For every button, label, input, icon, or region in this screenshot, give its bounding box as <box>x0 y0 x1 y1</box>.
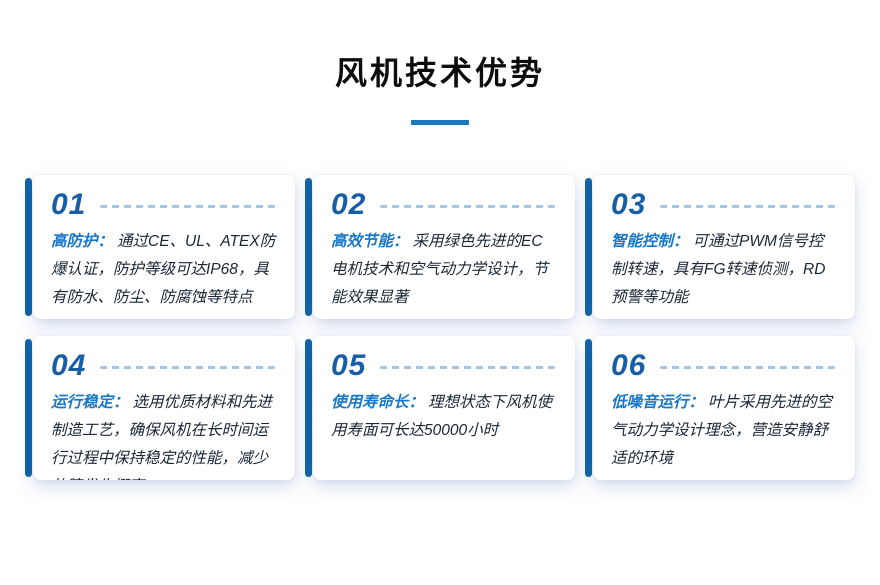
card-number: 01 <box>51 188 87 221</box>
card-panel: 01 高防护：通过CE、UL、ATEX防爆认证，防护等级可达IP68，具有防水、… <box>33 175 295 319</box>
card-number-row: 02 <box>331 189 557 221</box>
title-underline <box>411 120 469 125</box>
card-panel: 04 运行稳定：选用优质材料和先进制造工艺，确保风机在长时间运行过程中保持稳定的… <box>33 336 295 480</box>
card-number-row: 04 <box>51 350 277 382</box>
card-number: 06 <box>611 349 647 382</box>
accent-bar <box>585 339 592 477</box>
dashed-line <box>380 366 555 370</box>
feature-cards-grid: 01 高防护：通过CE、UL、ATEX防爆认证，防护等级可达IP68，具有防水、… <box>25 175 855 480</box>
dashed-line <box>100 205 275 209</box>
accent-bar <box>585 178 592 316</box>
card-description: 通过CE、UL、ATEX防爆认证，防护等级可达IP68，具有防水、防尘、防腐蚀等… <box>51 232 276 306</box>
card-description: 理想状态下风机使用寿面可长达50000小时 <box>331 393 553 439</box>
card-number: 02 <box>331 188 367 221</box>
card-number-row: 06 <box>611 350 837 382</box>
feature-card-02: 02 高效节能：采用绿色先进的EC电机技术和空气动力学设计，节能效果显著 <box>305 175 575 319</box>
fan-advantages-section: 风机技术优势 01 高防护：通过CE、UL、ATEX防爆认证，防护等级可达IP6… <box>0 48 880 585</box>
card-label: 智能控制： <box>611 232 689 250</box>
card-number-row: 01 <box>51 189 277 221</box>
card-label: 使用寿命长： <box>331 393 425 411</box>
card-description: 叶片采用先进的空气动力学设计理念，营造安静舒适的环境 <box>611 393 833 467</box>
accent-bar <box>305 178 312 316</box>
card-panel: 02 高效节能：采用绿色先进的EC电机技术和空气动力学设计，节能效果显著 <box>313 175 575 319</box>
dashed-line <box>660 366 835 370</box>
card-description-block: 运行稳定：选用优质材料和先进制造工艺，确保风机在长时间运行过程中保持稳定的性能，… <box>51 389 277 481</box>
page-title: 风机技术优势 <box>334 55 545 91</box>
feature-card-04: 04 运行稳定：选用优质材料和先进制造工艺，确保风机在长时间运行过程中保持稳定的… <box>25 336 295 480</box>
card-panel: 06 低噪音运行：叶片采用先进的空气动力学设计理念，营造安静舒适的环境 <box>593 336 855 480</box>
card-number: 05 <box>331 349 367 382</box>
accent-bar <box>25 178 32 316</box>
feature-card-01: 01 高防护：通过CE、UL、ATEX防爆认证，防护等级可达IP68，具有防水、… <box>25 175 295 319</box>
card-description-block: 高防护：通过CE、UL、ATEX防爆认证，防护等级可达IP68，具有防水、防尘、… <box>51 228 277 312</box>
card-label: 高效节能： <box>331 232 409 250</box>
accent-bar <box>25 339 32 477</box>
card-number: 03 <box>611 188 647 221</box>
feature-card-05: 05 使用寿命长：理想状态下风机使用寿面可长达50000小时 <box>305 336 575 480</box>
card-description: 可通过PWM信号控制转速，具有FG转速侦测，RD预警等功能 <box>611 232 826 306</box>
card-description-block: 使用寿命长：理想状态下风机使用寿面可长达50000小时 <box>331 389 557 445</box>
card-description-block: 低噪音运行：叶片采用先进的空气动力学设计理念，营造安静舒适的环境 <box>611 389 837 473</box>
card-label: 运行稳定： <box>51 393 129 411</box>
card-description: 采用绿色先进的EC电机技术和空气动力学设计，节能效果显著 <box>331 232 549 306</box>
card-description-block: 高效节能：采用绿色先进的EC电机技术和空气动力学设计，节能效果显著 <box>331 228 557 312</box>
card-description-block: 智能控制：可通过PWM信号控制转速，具有FG转速侦测，RD预警等功能 <box>611 228 837 312</box>
feature-card-06: 06 低噪音运行：叶片采用先进的空气动力学设计理念，营造安静舒适的环境 <box>585 336 855 480</box>
card-label: 低噪音运行： <box>611 393 705 411</box>
card-label: 高防护： <box>51 232 114 250</box>
card-number: 04 <box>51 349 87 382</box>
accent-bar <box>305 339 312 477</box>
dashed-line <box>380 205 555 209</box>
card-panel: 03 智能控制：可通过PWM信号控制转速，具有FG转速侦测，RD预警等功能 <box>593 175 855 319</box>
card-number-row: 05 <box>331 350 557 382</box>
dashed-line <box>660 205 835 209</box>
feature-card-03: 03 智能控制：可通过PWM信号控制转速，具有FG转速侦测，RD预警等功能 <box>585 175 855 319</box>
card-panel: 05 使用寿命长：理想状态下风机使用寿面可长达50000小时 <box>313 336 575 480</box>
card-description: 选用优质材料和先进制造工艺，确保风机在长时间运行过程中保持稳定的性能，减少故障发… <box>51 393 273 481</box>
card-number-row: 03 <box>611 189 837 221</box>
dashed-line <box>100 366 275 370</box>
